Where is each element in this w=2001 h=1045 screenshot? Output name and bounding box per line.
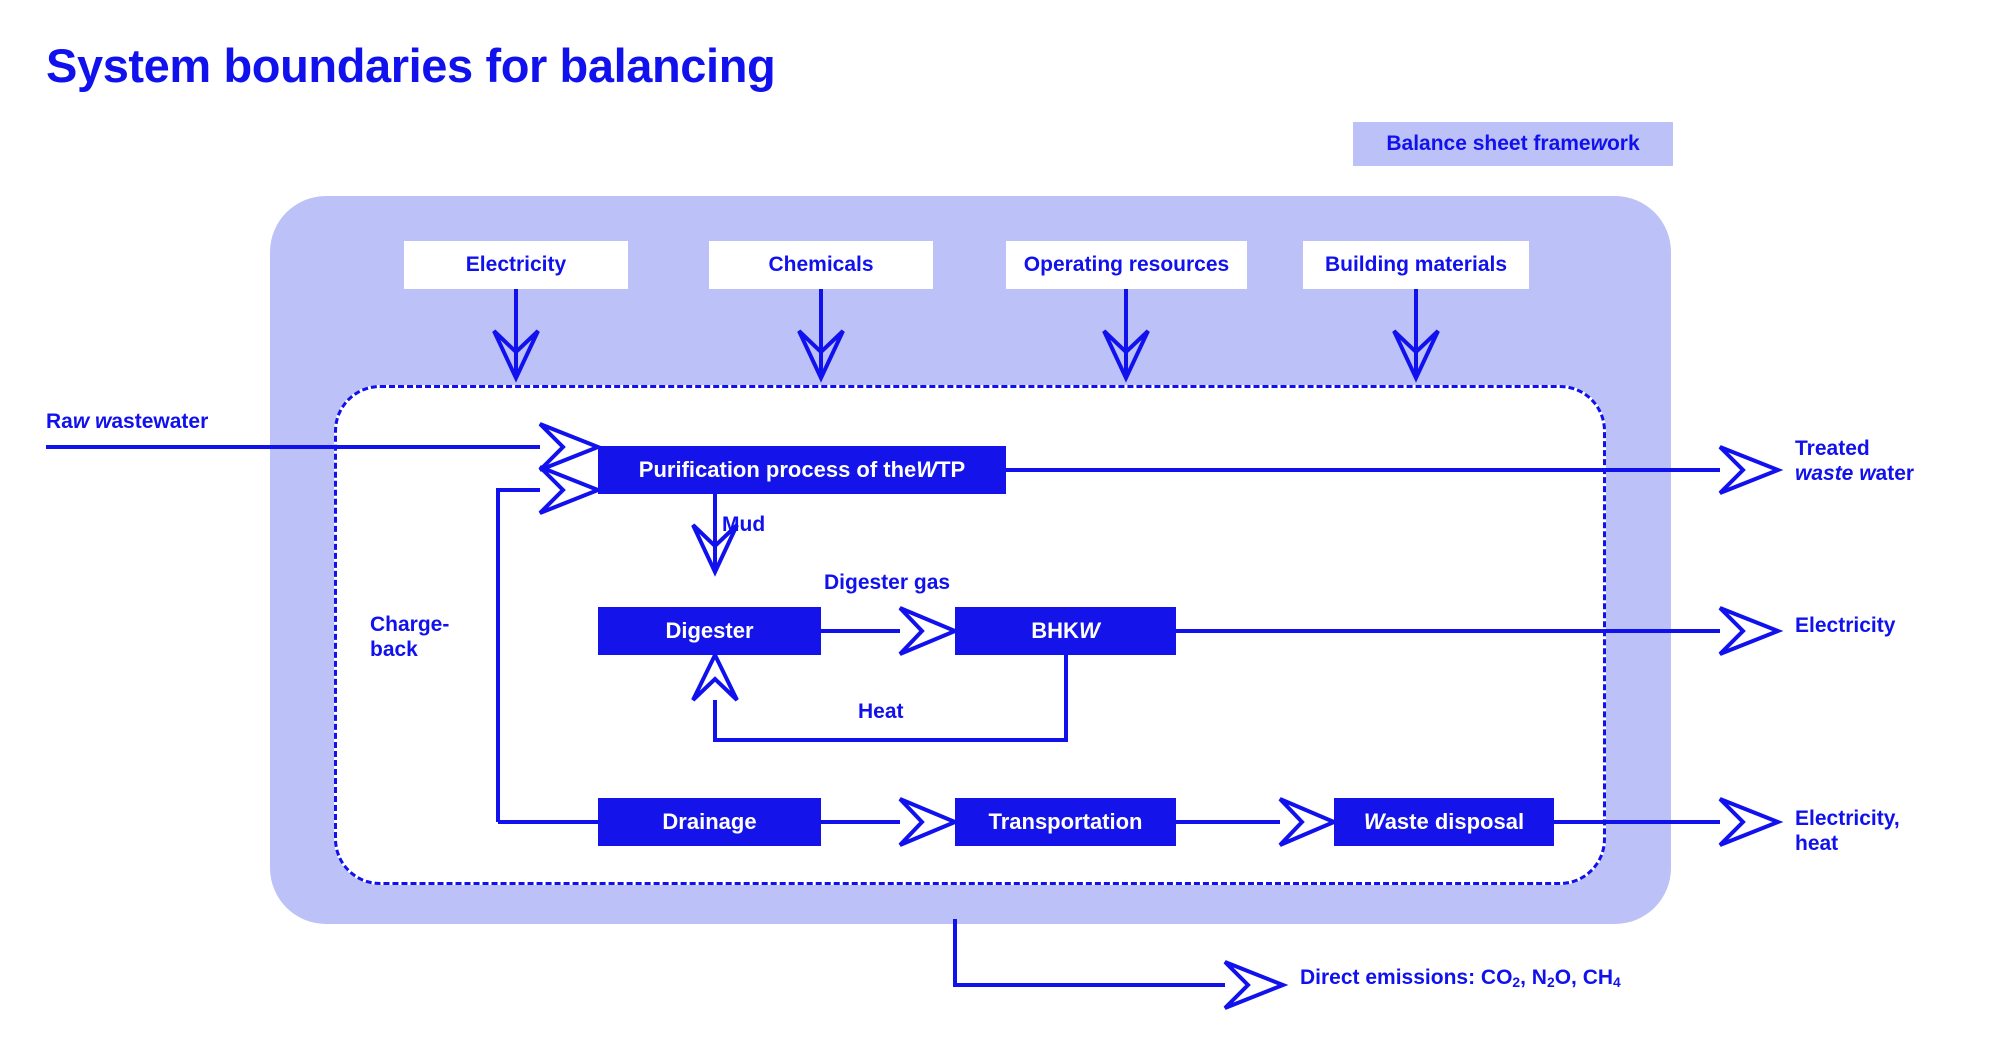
input-box-building-materials[interactable]: Building materials xyxy=(1303,241,1529,289)
charge-back-line-2: back xyxy=(370,638,418,662)
output-label-treated-waste-water: Treated waste water xyxy=(1795,436,1914,486)
flow-label-heat: Heat xyxy=(858,700,904,723)
electricity-heat-line-1: Electricity, xyxy=(1795,807,1900,830)
input-stream-label-raw-wastewater: Raw wastewater xyxy=(46,409,208,434)
process-digester-label: Digester xyxy=(665,618,754,643)
flow-label-digester-gas: Digester gas xyxy=(824,571,951,594)
electricity-heat-line-2: heat xyxy=(1795,832,1839,856)
input-box-building-materials-label: Building materials xyxy=(1324,253,1508,276)
input-box-chemicals-label: Chemicals xyxy=(768,253,874,276)
emissions-prefix: Direct emissions: CO xyxy=(1300,966,1513,989)
treated-waste-water-line-2: waste water xyxy=(1795,461,1914,486)
arrowhead-treated-waste-water-out xyxy=(1718,445,1784,495)
treated-waste-water-italic: waste w xyxy=(1795,462,1876,486)
input-box-chemicals[interactable]: Chemicals xyxy=(709,241,933,289)
raw-wastewater-suffix: astewater xyxy=(111,410,209,433)
process-bhkw-italic: W xyxy=(1078,618,1100,643)
charge-back-line-1: Charge- xyxy=(370,613,450,636)
input-box-electricity-label: Electricity xyxy=(465,253,567,276)
arrowhead-electricity-heat-out xyxy=(1718,797,1784,847)
arrow-line-direct-emissions xyxy=(953,919,1225,987)
process-drainage-label: Drainage xyxy=(662,809,757,834)
emissions-mid-1: , N xyxy=(1520,966,1547,989)
process-transportation-label: Transportation xyxy=(988,809,1143,834)
process-bhkw-prefix: BHK xyxy=(1031,618,1079,643)
treated-waste-water-line-1: Treated xyxy=(1795,437,1870,460)
input-box-operating-resources[interactable]: Operating resources xyxy=(1006,241,1247,289)
raw-wastewater-italic: w w xyxy=(72,410,112,433)
output-label-electricity-heat: Electricity, heat xyxy=(1795,806,1900,856)
input-box-operating-resources-label: Operating resources xyxy=(1023,253,1230,276)
legend-label-prefix: Balance sheet frame xyxy=(1386,132,1591,155)
process-purification-suffix: TP xyxy=(937,457,966,482)
flow-label-mud: Mud xyxy=(722,513,766,536)
emissions-sub-1: 2 xyxy=(1512,974,1521,991)
electricity-out-line-1: Electricity xyxy=(1795,614,1896,637)
process-box-transportation[interactable]: Transportation xyxy=(955,798,1176,846)
flow-label-charge-back: Charge- back xyxy=(370,612,449,662)
process-box-digester[interactable]: Digester xyxy=(598,607,821,655)
arrowhead-electricity-out xyxy=(1718,606,1784,656)
process-purification-italic: W xyxy=(916,457,938,482)
process-waste-disposal-italic: W xyxy=(1363,809,1385,834)
process-box-drainage[interactable]: Drainage xyxy=(598,798,821,846)
legend-label-italic: w xyxy=(1590,132,1607,155)
process-waste-disposal-suffix: aste disposal xyxy=(1384,809,1525,834)
emissions-sub-3: 4 xyxy=(1613,974,1621,991)
raw-wastewater-prefix: Ra xyxy=(46,410,73,433)
input-box-electricity[interactable]: Electricity xyxy=(404,241,628,289)
emissions-mid-2: O, CH xyxy=(1554,966,1614,989)
page-title: System boundaries for balancing xyxy=(46,39,776,92)
process-purification-prefix: Purification process of the xyxy=(638,457,917,482)
arrowhead-direct-emissions xyxy=(1223,960,1289,1010)
emissions-sub-2: 2 xyxy=(1546,974,1555,991)
output-label-electricity: Electricity xyxy=(1795,613,1895,638)
legend-label-suffix: ork xyxy=(1606,132,1640,155)
treated-waste-water-suffix: ater xyxy=(1875,462,1915,486)
output-label-direct-emissions: Direct emissions: CO2, N2O, CH4 xyxy=(1300,965,1621,991)
